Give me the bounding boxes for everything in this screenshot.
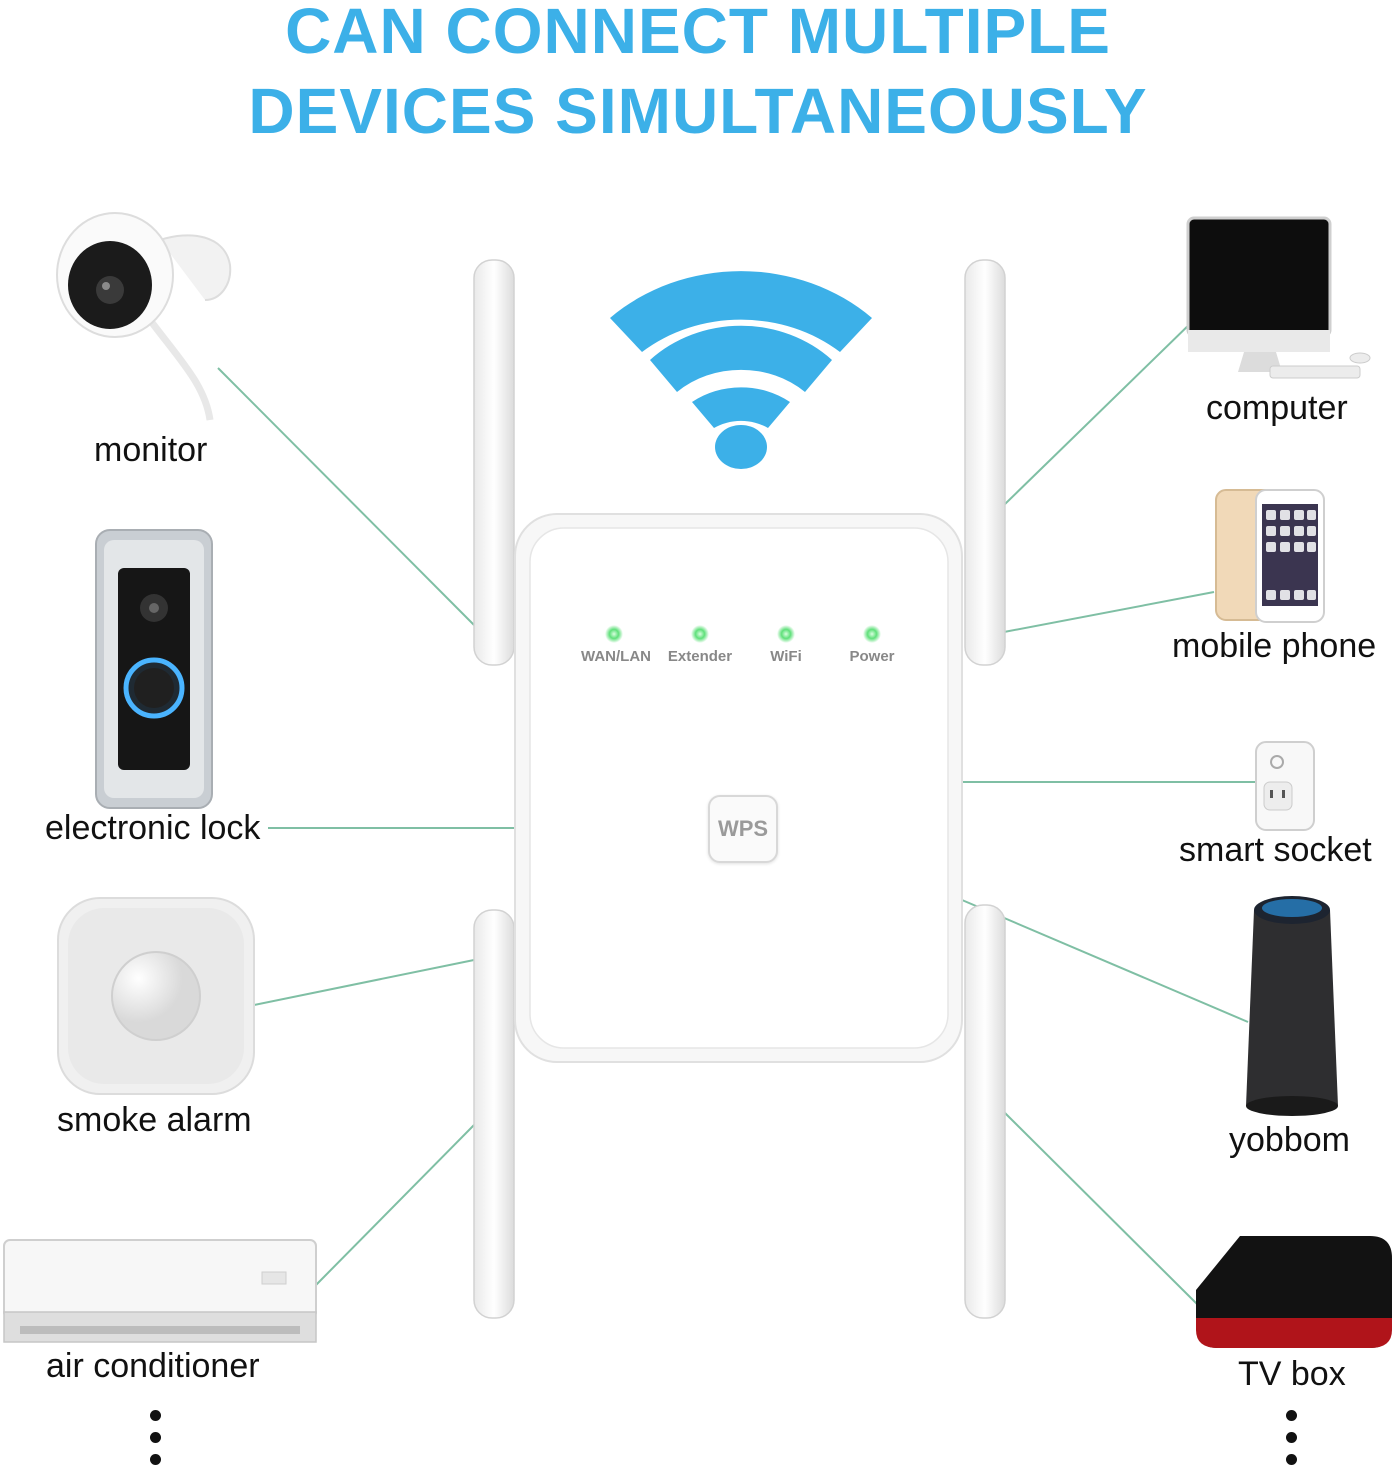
label-smart-socket: smart socket [1179,831,1372,869]
smart-plug-icon [1255,741,1315,831]
router-body [514,513,963,1063]
router-leds [605,625,881,643]
headline-line-1: CAN CONNECT MULTIPLE [285,0,1111,67]
connector-lines [217,317,1256,1306]
label-air-conditioner: air conditioner [46,1347,260,1385]
label-mobile-phone: mobile phone [1172,627,1377,665]
label-smoke-alarm: smoke alarm [57,1101,252,1139]
desktop-computer-icon [1186,216,1371,379]
label-monitor: monitor [94,431,208,469]
smart-speaker-icon [1246,896,1338,1116]
more-devices-right-ellipsis [1286,1410,1300,1476]
led-label-wifi: WiFi [770,648,802,665]
label-computer: computer [1206,389,1348,427]
led-label-power: Power [849,648,895,665]
wifi-led [777,625,795,643]
smartphone-icon [1215,489,1325,623]
wps-button[interactable]: WPS [708,795,778,863]
wifi-icon [610,271,872,469]
tv-box-icon [1196,1236,1392,1348]
air-conditioner-icon [3,1239,317,1343]
security-camera-icon [56,212,232,421]
label-tv-box: TV box [1238,1355,1346,1393]
power-led [863,625,881,643]
led-label-extender: Extender [667,648,733,665]
router-antennas [473,259,1006,1319]
smoke-alarm-icon [57,897,255,1095]
video-doorbell-icon [95,529,213,809]
extender-led [691,625,709,643]
label-electronic-lock: electronic lock [45,809,261,847]
wan-led [605,625,623,643]
label-yobbom: yobbom [1229,1121,1350,1159]
more-devices-left-ellipsis [150,1410,164,1476]
led-label-wan-lan: WAN/LAN [581,648,651,665]
headline-line-2: DEVICES SIMULTANEOUSLY [248,75,1148,147]
